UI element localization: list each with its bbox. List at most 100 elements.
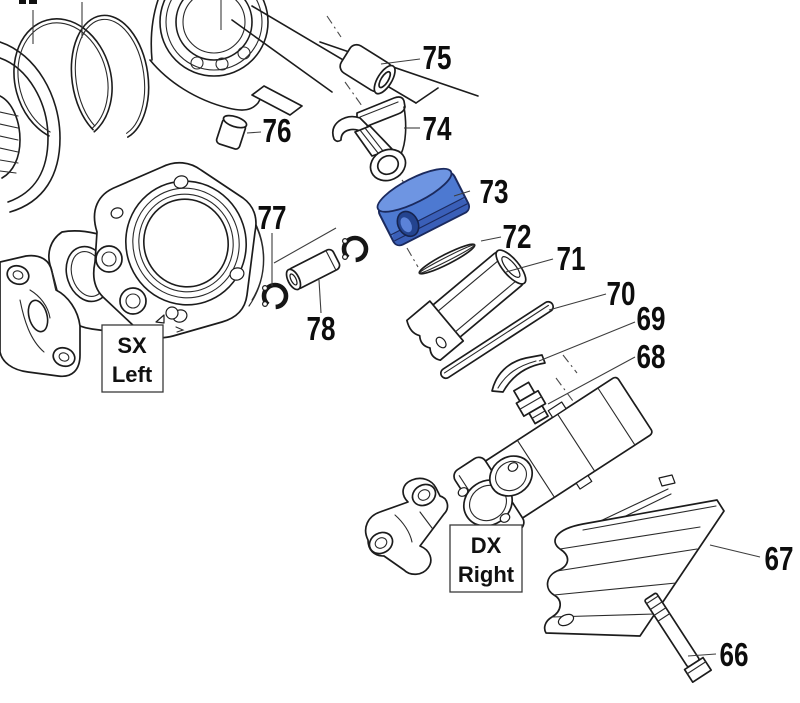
cropped-callout-marks	[19, 0, 222, 44]
partial-digit-mark	[29, 0, 37, 4]
leader-73	[453, 190, 471, 197]
callout-68[interactable]: 68	[637, 338, 666, 375]
axis-dash	[562, 354, 578, 374]
part-callouts: 75 76 74 73 72 71 70 69 68 77 78 67 66	[258, 39, 794, 673]
callout-76[interactable]: 76	[263, 112, 292, 149]
part-67-cover[interactable]	[543, 474, 725, 637]
callout-66[interactable]: 66	[720, 636, 749, 673]
pin-chamfer	[325, 250, 337, 271]
sleeve-axial-lines	[437, 256, 521, 333]
bracket-boss	[368, 531, 394, 555]
circlip-left	[261, 282, 289, 310]
bearing-race-line	[165, 0, 263, 71]
shim-edge	[497, 360, 537, 389]
gasket-circle-bit	[165, 306, 179, 320]
guide-boss-bore	[376, 154, 400, 176]
leader-77-right	[273, 227, 337, 264]
valve-detail	[519, 396, 546, 419]
circlip-right-ear	[342, 254, 349, 261]
leader-76	[246, 131, 262, 134]
circlip-right-ear	[342, 238, 349, 245]
shim-body	[491, 354, 546, 393]
sx-flange-assembly[interactable]	[48, 161, 265, 339]
bracket-boss	[6, 264, 30, 286]
leader-68	[547, 356, 636, 405]
flywheel-rim-inner	[0, 57, 49, 203]
manifold-top-tab	[547, 401, 567, 419]
cover-hole	[557, 613, 575, 627]
part-70-gasket[interactable]	[439, 300, 555, 380]
cropped-leader-line	[32, 0, 222, 44]
bolt-head-edge	[686, 661, 707, 675]
flange-seat-ring2	[132, 187, 240, 299]
axis-dash	[406, 247, 419, 268]
part-77-circlips[interactable]	[261, 235, 369, 310]
callout-73[interactable]: 73	[480, 173, 509, 210]
crankcase-partial	[149, 0, 479, 116]
elastic-ring-left[interactable]	[1, 8, 126, 153]
leader-67	[709, 544, 761, 558]
bearing-ball	[237, 46, 251, 60]
part-78-pin[interactable]	[284, 248, 342, 292]
axis-dash	[326, 15, 342, 38]
flywheel-rim-outer	[0, 41, 61, 213]
part-73-piston-highlighted[interactable]	[372, 161, 472, 248]
bearing-inner-race	[175, 0, 253, 61]
callout-77[interactable]: 77	[258, 199, 287, 236]
guide-right-edge	[400, 106, 407, 155]
sx-box-line2: Left	[112, 362, 153, 387]
part-66-bolt[interactable]	[641, 590, 713, 683]
callout-67[interactable]: 67	[765, 540, 794, 577]
ring-edge-inner	[418, 244, 476, 274]
bracket-boss	[411, 483, 437, 507]
callout-72[interactable]: 72	[503, 218, 532, 255]
sleeve-collar-hole	[435, 336, 447, 349]
ring-inner	[74, 18, 146, 138]
flange-bolt-hole	[229, 267, 245, 281]
leader-75	[380, 58, 421, 65]
part-71-sleeve[interactable]	[405, 242, 534, 362]
bracket-slot	[27, 299, 49, 333]
manifold-division-lines	[516, 387, 636, 498]
manifold-bottom-tab	[575, 474, 593, 490]
part-69-shim[interactable]	[491, 354, 546, 393]
ring-edge	[418, 243, 476, 275]
part-76-plug[interactable]	[215, 113, 248, 150]
sx-bracket[interactable]	[0, 254, 81, 378]
flange-boss-inner	[101, 251, 117, 267]
flange-seat-ring1	[125, 180, 247, 306]
gasket-arrow-bit	[175, 326, 185, 333]
part-68-valve[interactable]	[510, 380, 551, 426]
flange-boss-outer	[119, 287, 147, 315]
bracket-rib	[394, 511, 433, 543]
bearing-outer-race	[159, 0, 269, 77]
manifold-head[interactable]	[451, 369, 658, 544]
gasket-strip-edge	[443, 304, 550, 374]
sx-box-frame	[101, 324, 164, 393]
callout-70[interactable]: 70	[607, 275, 636, 312]
part-72-ring[interactable]	[417, 240, 477, 277]
axis-dash	[344, 81, 363, 107]
leader-71	[505, 258, 554, 273]
callout-69[interactable]: 69	[637, 300, 666, 337]
callout-71[interactable]: 71	[557, 240, 586, 277]
callout-78[interactable]: 78	[307, 310, 336, 347]
flange-seat-ring4	[143, 198, 229, 288]
circlip-right	[341, 235, 369, 263]
dx-bracket[interactable]	[364, 477, 449, 576]
manifold-bolt-hole	[457, 487, 469, 497]
callout-75[interactable]: 75	[423, 39, 452, 76]
callout-74[interactable]: 74	[423, 110, 453, 147]
part-74-guide[interactable]	[331, 96, 411, 186]
leader-66	[687, 653, 717, 657]
crankcase-foot	[251, 85, 303, 116]
flange-boss-outer	[95, 245, 123, 273]
part-75-bushing[interactable]	[337, 42, 399, 97]
leader-78	[318, 279, 322, 314]
flywheel-hub-arc	[0, 95, 21, 179]
elastic-ring-right[interactable]	[64, 10, 157, 145]
ring-outer	[13, 18, 113, 142]
crankcase-bottom-edge	[149, 59, 263, 111]
circlip-left-ear	[262, 301, 269, 308]
